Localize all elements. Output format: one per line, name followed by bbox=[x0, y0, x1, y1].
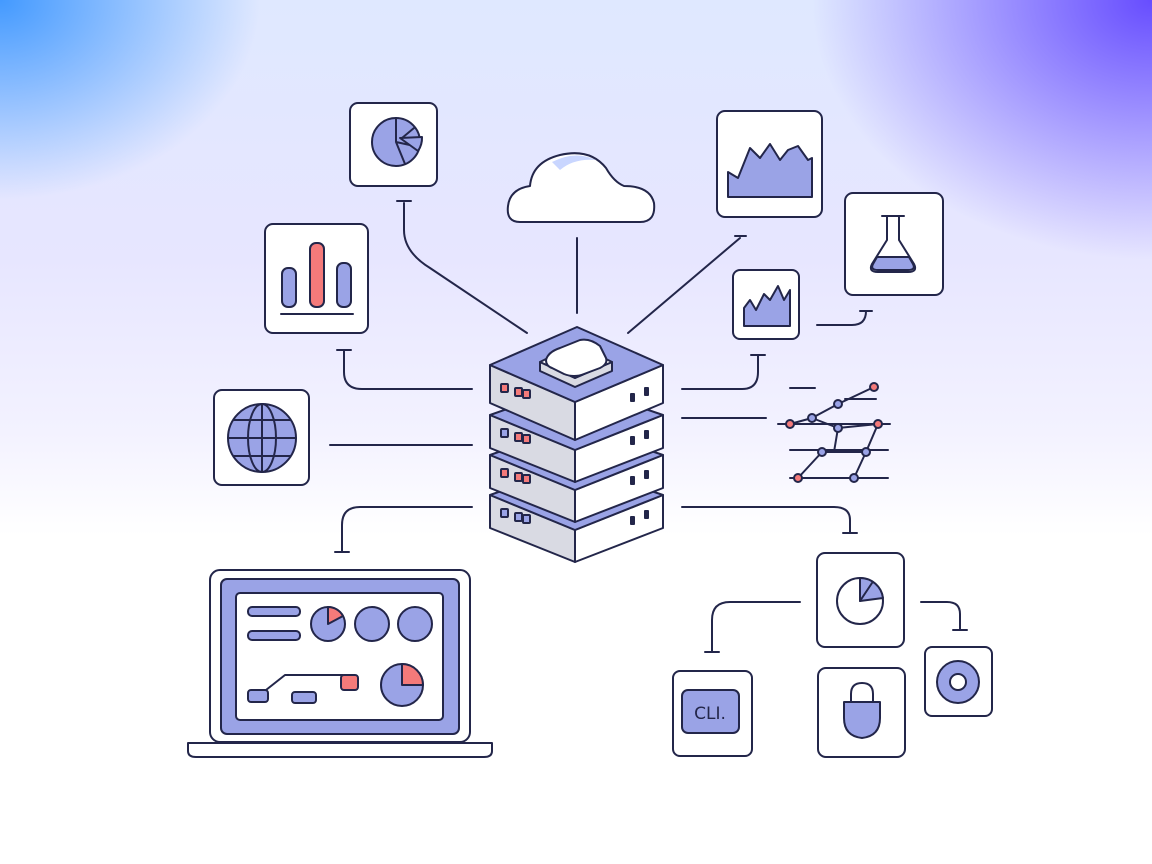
area-chart-card-large bbox=[716, 110, 823, 218]
terminal-icon bbox=[681, 689, 740, 734]
connector-cli bbox=[704, 601, 801, 653]
bar-chart-icon bbox=[280, 242, 354, 315]
lock-card bbox=[817, 667, 906, 758]
pie-chart-icon bbox=[371, 117, 423, 167]
terminal-card: CLI. bbox=[672, 670, 753, 757]
network-graph-icon bbox=[777, 382, 891, 483]
pie-clock-card bbox=[816, 552, 905, 648]
connector-area-large bbox=[627, 235, 747, 334]
connector-laptop bbox=[334, 506, 473, 553]
connector-bar bbox=[336, 349, 473, 390]
connector-area-small bbox=[681, 354, 766, 390]
area-chart-card-small bbox=[732, 269, 800, 340]
laptop-dashboard-icon bbox=[187, 569, 493, 758]
connector-target bbox=[920, 601, 968, 631]
server-layer-1 bbox=[489, 326, 664, 441]
globe-card bbox=[213, 389, 310, 486]
terminal-label: CLI. bbox=[694, 704, 726, 724]
flask-icon bbox=[869, 215, 917, 273]
cloud-icon bbox=[506, 152, 656, 223]
globe-icon bbox=[227, 403, 297, 473]
connector-clock bbox=[681, 506, 858, 534]
bar-chart-card bbox=[264, 223, 369, 334]
area-chart-icon bbox=[743, 285, 791, 327]
pie-clock-icon bbox=[836, 576, 884, 625]
server-stack-icon bbox=[489, 326, 664, 563]
pie-chart-card bbox=[349, 102, 438, 187]
target-card bbox=[924, 646, 993, 717]
connector-lab bbox=[816, 310, 873, 326]
flask-card bbox=[844, 192, 944, 296]
connector-pie bbox=[396, 200, 528, 334]
lock-icon bbox=[843, 682, 881, 739]
connectors bbox=[329, 200, 968, 653]
target-icon bbox=[936, 660, 980, 704]
area-chart-icon bbox=[727, 143, 813, 198]
